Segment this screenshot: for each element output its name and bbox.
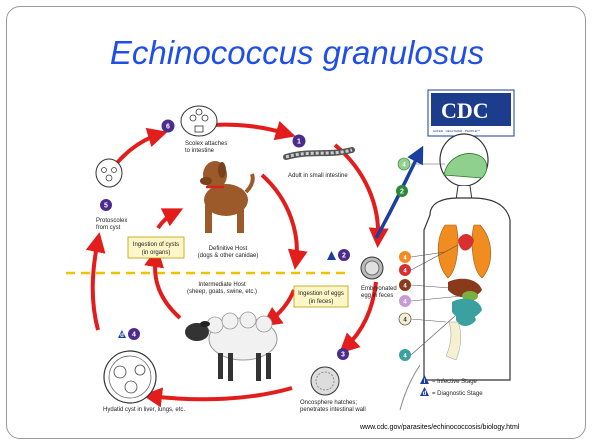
svg-text:d: d bbox=[120, 333, 124, 339]
svg-text:from cyst: from cyst bbox=[96, 225, 121, 231]
svg-text:Oncosphere hatches;: Oncosphere hatches; bbox=[300, 400, 357, 406]
infective-stage-triangle bbox=[327, 251, 336, 260]
svg-text:egg in feces: egg in feces bbox=[361, 293, 393, 299]
svg-text:1: 1 bbox=[297, 139, 301, 146]
svg-text:Hydatid cyst in liver, lungs,: Hydatid cyst in liver, lungs, etc. bbox=[103, 407, 185, 413]
svg-text:d: d bbox=[423, 391, 427, 397]
hydatid-cyst-image bbox=[104, 351, 156, 403]
arrow-4-to-5 bbox=[93, 240, 98, 330]
svg-text:Scolex attaches: Scolex attaches bbox=[185, 141, 227, 147]
legend-diagnostic-label: = Diagnostic Stage bbox=[432, 391, 483, 397]
box-ingestion-of-eggs: Ingestion of eggs (in feces) bbox=[294, 286, 348, 307]
sheep-intermediate-host bbox=[185, 312, 277, 381]
svg-text:2: 2 bbox=[400, 189, 404, 196]
svg-text:3: 3 bbox=[341, 352, 345, 359]
svg-text:(in feces): (in feces) bbox=[309, 299, 334, 305]
svg-text:Ingestion of eggs: Ingestion of eggs bbox=[298, 291, 344, 297]
definitive-host-subtitle: (dogs & other canidae) bbox=[198, 253, 259, 259]
svg-text:Ingestion of cysts: Ingestion of cysts bbox=[133, 242, 179, 248]
source-url: www.cdc.gov/parasites/echinococcosis/bio… bbox=[360, 424, 519, 431]
human-step-2: 2 bbox=[396, 185, 408, 197]
svg-text:Adult in small intestine: Adult in small intestine bbox=[288, 173, 348, 179]
intermediate-host-title: Intermediate Host bbox=[198, 282, 246, 288]
step-1: 1 Adult in small intestine bbox=[286, 135, 352, 180]
intermediate-host-subtitle: (sheep, goats, swine, etc.) bbox=[187, 289, 257, 295]
svg-text:2: 2 bbox=[342, 253, 346, 260]
arrow-3-to-4 bbox=[150, 388, 292, 399]
cdc-logo: CDC SAFER · HEALTHIER · PEOPLE™ bbox=[428, 90, 514, 136]
step-3: 3 Oncosphere hatches; penetrates intesti… bbox=[300, 348, 366, 413]
oncosphere-image bbox=[311, 367, 339, 395]
cdc-logo-tagline: SAFER · HEALTHIER · PEOPLE™ bbox=[433, 129, 480, 133]
svg-text:4: 4 bbox=[132, 332, 136, 339]
legend-infective-label: = Infective Stage bbox=[432, 379, 478, 385]
svg-text:(in organs): (in organs) bbox=[142, 250, 171, 256]
step-6: 6 Scolex attaches to intestine bbox=[162, 106, 228, 154]
dog-definitive-host bbox=[200, 161, 253, 233]
human-figure bbox=[400, 134, 510, 410]
cdc-logo-text: CDC bbox=[441, 98, 489, 123]
arrow-1-to-2 bbox=[335, 145, 378, 240]
definitive-host-title: Definitive Host bbox=[209, 246, 248, 252]
protoscolex-image bbox=[96, 159, 122, 187]
svg-text:to intestine: to intestine bbox=[185, 148, 215, 154]
scolex-image bbox=[181, 106, 217, 136]
svg-text:Embryonated: Embryonated bbox=[361, 286, 397, 292]
svg-text:penetrates intestinal wall: penetrates intestinal wall bbox=[300, 407, 366, 413]
svg-text:5: 5 bbox=[104, 203, 108, 210]
step-4: d 4 Hydatid cyst in liver, lungs, etc. bbox=[103, 328, 185, 413]
svg-text:Protoscolex: Protoscolex bbox=[96, 218, 127, 224]
arrow-organs-to-dog bbox=[155, 255, 180, 318]
step-5: 5 Protoscolex from cyst bbox=[96, 159, 127, 231]
box-ingestion-of-cysts: Ingestion of cysts (in organs) bbox=[128, 237, 184, 258]
svg-text:6: 6 bbox=[166, 124, 170, 131]
arrow-feces-to-sheep bbox=[262, 175, 297, 262]
